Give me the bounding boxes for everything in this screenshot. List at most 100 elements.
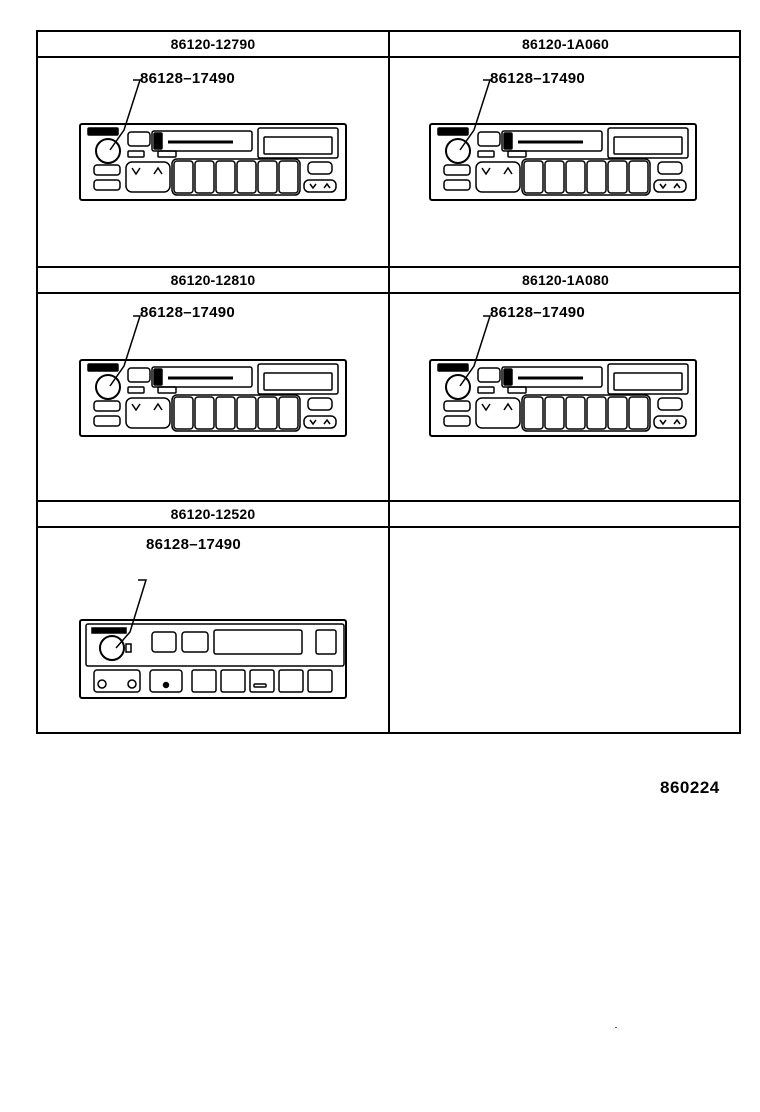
small-button (157, 150, 177, 158)
part-callout: 86128–17490 (490, 304, 586, 321)
lo-dx-button (443, 164, 471, 176)
preset-button (257, 396, 278, 430)
radio-unit-icon (79, 579, 347, 699)
seek-rocker (475, 161, 521, 193)
preset-button (565, 396, 586, 430)
preset-button (586, 160, 607, 194)
cell-2: 86120-1A060 86128–17490 (390, 32, 741, 266)
preset-bank (171, 158, 301, 196)
preset-button (607, 396, 628, 430)
display-inner (613, 372, 683, 391)
preset-button (607, 160, 628, 194)
part-callout: 86128–17490 (490, 70, 586, 87)
lo-dx-button (149, 669, 183, 693)
stray-mark (615, 1027, 617, 1028)
preset-button (278, 669, 304, 693)
display-inner (263, 136, 333, 155)
knob-icon (445, 374, 471, 400)
leader-line (109, 79, 142, 151)
grid-divider-vertical (388, 32, 390, 732)
cell-4: 86120-1A080 86128–17490 (390, 268, 741, 500)
lo-dx-button (93, 400, 121, 412)
preset-button (565, 160, 586, 194)
preset-button (191, 669, 217, 693)
preset-button (628, 396, 649, 430)
tape-button (93, 415, 121, 427)
tape-slot (153, 368, 163, 386)
tune-down-icon (659, 419, 667, 426)
seek-up-icon (153, 166, 163, 175)
tune-knob-icon (97, 679, 107, 689)
grid-divider-row-2 (38, 500, 739, 502)
brand-label (437, 363, 469, 372)
tape-slot (153, 132, 163, 150)
seek-down-icon (481, 403, 491, 412)
small-button (477, 150, 495, 158)
preset-button (523, 160, 544, 194)
knob-icon (95, 138, 121, 164)
cell-header: 86120-1A080 (390, 268, 741, 294)
cell-1: 86120-12790 86128–17490 (38, 32, 388, 266)
tune-down-icon (309, 183, 317, 190)
eject-button (127, 131, 151, 147)
preset-button (215, 396, 236, 430)
tune-up-icon (673, 418, 681, 425)
seek-up-icon (503, 402, 513, 411)
tape-label-panel (501, 366, 603, 388)
part-callout: 86128–17490 (140, 304, 236, 321)
radio-unit-icon (429, 79, 697, 201)
small-button (157, 386, 177, 394)
seek-rocker (125, 161, 171, 193)
preset-button (194, 396, 215, 430)
preset-button (249, 669, 275, 693)
radio-faceplate (79, 359, 347, 437)
preset-button (257, 160, 278, 194)
radio-unit-icon (79, 315, 347, 437)
grid-divider-row-1 (38, 266, 739, 268)
radio-unit-icon (79, 79, 347, 201)
tape-label-panel (151, 366, 253, 388)
leader-line (115, 579, 148, 649)
seek-rocker (475, 397, 521, 429)
preset-button (628, 160, 649, 194)
display-window (607, 127, 689, 159)
tune-up-icon (323, 418, 331, 425)
radio-faceplate (79, 123, 347, 201)
indicator-dot (162, 681, 170, 689)
small-button (507, 150, 527, 158)
mode-button (657, 397, 683, 411)
mode-button (307, 397, 333, 411)
brand-label (437, 127, 469, 136)
tune-rocker (653, 179, 687, 193)
seek-down-icon (481, 167, 491, 176)
cell-6 (390, 502, 741, 734)
seek-up-icon (503, 166, 513, 175)
preset-button (215, 160, 236, 194)
display-inner (613, 136, 683, 155)
leader-line (459, 79, 492, 151)
knob-icon (95, 374, 121, 400)
cell-5: 86120-12520 86128–17490 (38, 502, 388, 734)
preset-button (194, 160, 215, 194)
brand-label (91, 627, 127, 634)
brand-label (87, 363, 119, 372)
mode-button (657, 161, 683, 175)
tune-rocker (653, 415, 687, 429)
cell-3: 86120-12810 86128–17490 (38, 268, 388, 500)
display-window (607, 363, 689, 395)
cell-header (390, 502, 741, 528)
radio-faceplate (79, 619, 347, 699)
tape-slot (503, 368, 513, 386)
parts-grid: 86120-12790 86128–17490 86120-1A060 8612… (36, 30, 741, 734)
tune-down-icon (309, 419, 317, 426)
preset-button (236, 396, 257, 430)
catalog-number: 860224 (660, 778, 720, 797)
radio-unit-icon (429, 315, 697, 437)
tune-rocker (303, 179, 337, 193)
tape-label-panel (151, 130, 253, 152)
small-button (477, 386, 495, 394)
display-window (213, 629, 303, 655)
preset-button (173, 396, 194, 430)
knob-icon (445, 138, 471, 164)
tape-button (443, 415, 471, 427)
